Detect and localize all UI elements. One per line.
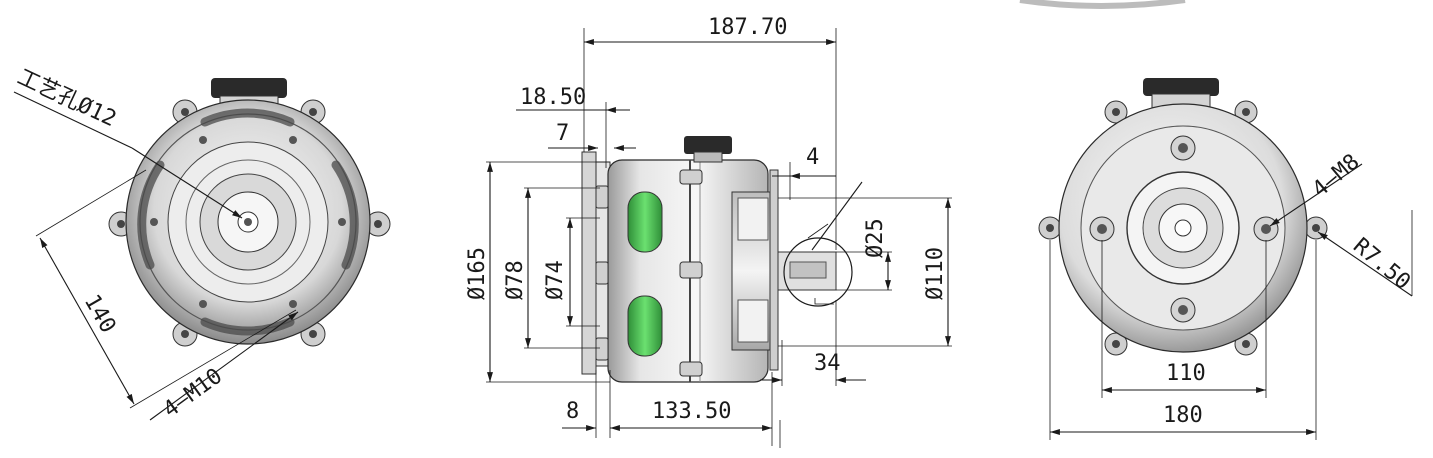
- shaft-detail-circle: [783, 237, 853, 307]
- dim-phi78-label: Ø78: [503, 260, 528, 300]
- dim-140-label: 140: [79, 291, 121, 338]
- dim-18-50-label: 18.50: [520, 85, 586, 110]
- dim-phi165-label: Ø165: [465, 247, 490, 300]
- hole-leader: [131, 147, 243, 219]
- detail-leader: [811, 181, 863, 251]
- rear-thread-label: 4–M8: [1308, 149, 1365, 202]
- decorative-arc: [1019, 0, 1186, 9]
- dim-110-rear-label: 110: [1166, 361, 1206, 386]
- thread-label-front: 4–M10: [159, 364, 227, 423]
- thread-leader: [149, 311, 299, 421]
- dim-34-label: 34: [814, 351, 841, 376]
- rear-knob: [1143, 78, 1219, 96]
- dim-overall-length-label: 187.70: [708, 15, 787, 40]
- dim-7-label: 7: [556, 121, 569, 146]
- hole-leader-underline: [13, 91, 133, 149]
- green-vent-bottom: [627, 295, 663, 357]
- front-knob: [211, 78, 287, 98]
- side-view: 187.70 18.50 7 4 Ø165 Ø78 Ø74 Ø25 Ø: [465, 15, 952, 448]
- dim-180-label: 180: [1163, 403, 1203, 428]
- dim-133-50-label: 133.50: [652, 399, 731, 424]
- dim-phi74-label: Ø74: [543, 260, 568, 300]
- radius-label: R7.50: [1348, 233, 1415, 295]
- side-bolts: [595, 169, 703, 377]
- dim-140-line: [39, 237, 135, 405]
- front-view: 工艺孔Ø12 140 4–M10: [13, 65, 391, 423]
- dim-phi110-label: Ø110: [923, 247, 948, 300]
- dim-phi25-label: Ø25: [863, 218, 888, 258]
- side-knob: [684, 136, 732, 154]
- green-vent-top: [627, 191, 663, 253]
- radius-leader: [1317, 231, 1413, 297]
- rear-view: 4–M8 R7.50 110 180: [1038, 78, 1415, 440]
- hole-label: 工艺孔Ø12: [13, 65, 119, 132]
- dim-4-label: 4: [806, 145, 819, 170]
- rear-flange: [581, 151, 597, 375]
- front-vents: [137, 108, 359, 336]
- dim-8-label: 8: [566, 399, 579, 424]
- rear-thread-leader: [1269, 163, 1363, 227]
